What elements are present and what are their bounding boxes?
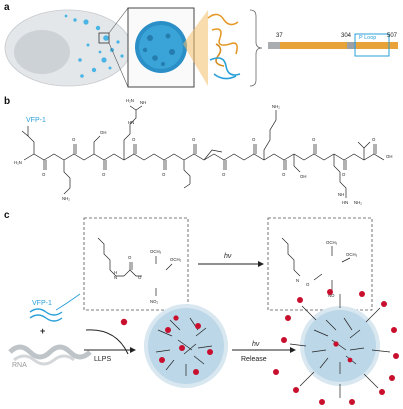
svg-text:O: O (132, 137, 136, 142)
uncaged-lysine-box (267, 217, 373, 311)
p-loop-box (354, 33, 390, 57)
svg-text:O: O (138, 275, 142, 280)
panel-a-graphic (4, 7, 398, 88)
svg-text:O: O (102, 172, 106, 177)
svg-text:H: H (114, 270, 117, 275)
p-loop-label: P Loop (359, 35, 377, 41)
peptide-name: VFP-1 (26, 117, 46, 124)
svg-text:O: O (72, 137, 76, 142)
svg-text:O: O (162, 172, 166, 177)
svg-text:O: O (222, 172, 226, 177)
panel-label-b: b (4, 96, 11, 107)
svg-text:O: O (252, 137, 256, 142)
svg-text:O: O (372, 137, 376, 142)
svg-text:OH: OH (386, 154, 392, 159)
svg-text:NH₂: NH₂ (62, 196, 70, 201)
release-label: Release (241, 356, 267, 363)
svg-text:HN: HN (342, 200, 348, 205)
svg-text:HN: HN (128, 120, 134, 125)
svg-text:NH₂: NH₂ (354, 200, 362, 205)
svg-text:O: O (312, 137, 316, 142)
svg-text:NH: NH (338, 192, 344, 197)
svg-text:OH: OH (100, 130, 106, 135)
svg-text:OH: OH (300, 174, 306, 179)
condensate-droplet-2 (289, 294, 391, 398)
domain-start-label: 37 (276, 33, 283, 39)
photo-arrow-label: hν (224, 253, 232, 260)
domain-mid-label: 304 (341, 33, 352, 39)
svg-text:N: N (114, 275, 117, 280)
rna-label: RNA (12, 362, 27, 369)
svg-text:H₂N: H₂N (14, 160, 22, 165)
svg-text:OCH₃: OCH₃ (346, 252, 358, 257)
release-hv-label: hν (252, 341, 260, 348)
condensate-droplet-1 (144, 304, 228, 388)
caged-lysine-box (83, 217, 189, 311)
llps-label: LLPS (94, 356, 112, 363)
svg-text:OCH₃: OCH₃ (326, 240, 338, 245)
svg-text:NH: NH (140, 100, 146, 105)
domain-end-label: 507 (387, 33, 398, 39)
svg-text:OCH₃: OCH₃ (170, 257, 182, 262)
domain-bar (268, 42, 398, 49)
panel-label-a: a (4, 2, 10, 13)
svg-text:O: O (192, 137, 196, 142)
svg-text:NH₂: NH₂ (272, 104, 280, 109)
svg-text:NO₂: NO₂ (150, 299, 158, 304)
panel-label-c: c (4, 210, 10, 221)
vfp1-label: VFP-1 (32, 300, 52, 307)
svg-text:O: O (282, 172, 286, 177)
plus-sign: + (40, 326, 46, 336)
svg-text:O: O (128, 255, 132, 260)
svg-text:NO: NO (328, 293, 335, 298)
svg-text:O: O (306, 282, 310, 287)
cell-illustration (4, 9, 132, 87)
svg-text:OCH₃: OCH₃ (150, 249, 162, 254)
svg-text:O: O (42, 172, 46, 177)
svg-text:H₂N: H₂N (126, 98, 134, 103)
released-rna (273, 289, 399, 405)
svg-text:N: N (296, 278, 299, 283)
svg-text:O: O (342, 172, 346, 177)
peptide-structure: H₂N O O O O O O O O O O O O OH OH OH NH₂… (14, 98, 392, 205)
